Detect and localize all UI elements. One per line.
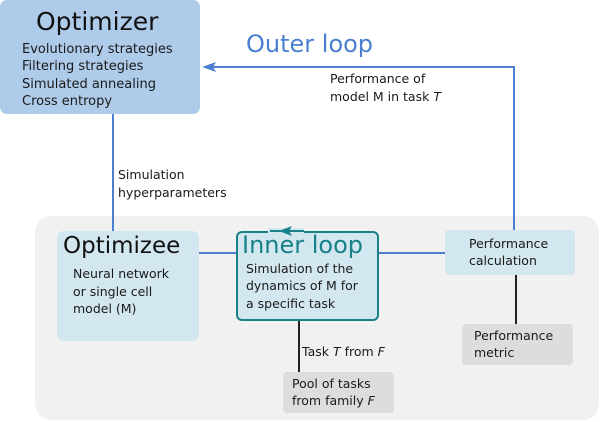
label-line: Simulation (118, 167, 185, 182)
task-pool-text: Pool of tasks from family F (292, 375, 375, 410)
performance-of-model-label: Performance of model M in task T (330, 70, 441, 105)
desc-line: Pool of tasks (292, 376, 371, 391)
desc-line: dynamics of M for (246, 278, 358, 294)
desc-line: or single cell (73, 283, 153, 299)
task-symbol: T (332, 344, 341, 359)
optimizer-method: Cross entropy (22, 93, 113, 109)
family-symbol: F (367, 393, 375, 409)
optimizer-method: Simulated annealing (22, 76, 156, 92)
optimizer-method: Evolutionary strategies (22, 42, 173, 57)
desc-line: Performance (474, 328, 554, 343)
outer-loop-title: Outer loop (246, 30, 374, 58)
optimizee-box: Optimizee Neural network or single cell … (57, 231, 199, 341)
desc-line: calculation (469, 253, 537, 269)
performance-metric-box: Performance metric (462, 324, 573, 365)
optimizer-box: Optimizer Evolutionary strategies Filter… (0, 0, 200, 114)
desc-line: a specific task (246, 295, 336, 311)
optimizer-title: Optimizer (36, 7, 159, 36)
task-symbol: T (433, 88, 441, 104)
optimizer-method: Filtering strategies (22, 59, 144, 75)
desc-line: from family F (292, 392, 375, 409)
desc-line: Neural network (73, 266, 169, 281)
desc-line: metric (474, 345, 515, 361)
task-from-family-label: Task T from F (302, 344, 385, 359)
task-pool-box: Pool of tasks from family F (283, 372, 394, 413)
label-text: from family (292, 393, 368, 409)
desc-line: Performance (469, 236, 549, 251)
family-symbol: F (377, 344, 385, 359)
desc-line: model (M) (73, 301, 137, 317)
label-line: hyperparameters (118, 184, 227, 200)
performance-calculation-text: Performance calculation (469, 235, 548, 270)
inner-loop-box: Inner loop Simulation of the dynamics of… (236, 231, 379, 321)
label-text: from (340, 344, 378, 359)
performance-calculation-box: Performance calculation (445, 230, 575, 275)
optimizee-title: Optimizee (63, 233, 181, 259)
desc-line: Simulation of the (246, 261, 354, 276)
performance-metric-text: Performance metric (474, 327, 553, 362)
label-line: Performance of (330, 71, 426, 86)
simulation-hyperparameters-label: Simulation hyperparameters (118, 166, 227, 201)
optimizee-description: Neural network or single cell model (M) (73, 265, 169, 318)
outer-loop-arrowhead (202, 62, 216, 72)
optimizer-methods: Evolutionary strategies Filtering strate… (22, 41, 173, 110)
label-text: Task (302, 344, 333, 359)
outer-loop-line (208, 66, 515, 230)
label-text: model M in task (330, 88, 434, 104)
label-line: model M in task T (330, 88, 441, 106)
inner-loop-title: Inner loop (242, 231, 364, 259)
inner-loop-description: Simulation of the dynamics of M for a sp… (246, 260, 358, 312)
